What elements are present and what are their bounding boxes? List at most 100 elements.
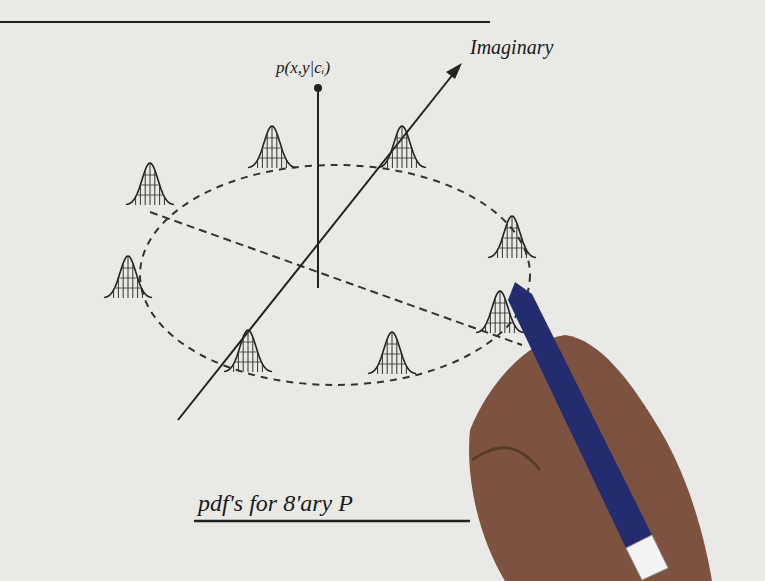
hatch-line [377,367,378,374]
hatch-line [514,326,515,333]
hatch-line [382,354,401,355]
gaussian-curve [104,256,152,298]
hatch-line [257,353,258,372]
hatch-line [507,224,508,258]
hatch-line [526,251,527,258]
top-rule [0,21,490,23]
hatch-line [145,171,146,205]
caption: pdf's for 8'ary P [198,490,353,517]
gaussian-bumps [104,126,536,374]
hatch-line [135,198,136,205]
hatch-line [485,326,486,333]
hatch-line [382,355,383,374]
hatch-line [150,164,151,205]
hatch-line [137,195,164,196]
hatch-line [257,161,258,168]
hatch-line [406,134,407,168]
hatch-line [137,279,138,298]
hatch-line [272,127,273,168]
hatch-line [416,161,417,168]
hatch-line [159,186,160,205]
hatch-line [500,292,501,333]
imaginary-axis [178,68,458,420]
hatch-line [122,268,135,269]
hatch-line [504,299,505,333]
hatch-line [497,251,498,258]
hatch-line [276,134,277,168]
hatch-line [235,362,262,363]
hatch-line [379,364,406,365]
hatch-line [499,248,526,249]
label-slot: Imaginary [470,36,553,59]
hatch-line [252,338,253,372]
hatch-line [389,158,416,159]
hatch-line [281,149,282,168]
hand [469,282,712,581]
hatch-line [495,299,496,333]
hatch-line [118,279,119,298]
hatch-line [113,291,114,298]
hatch-line [506,228,519,229]
marker-pen [508,282,652,548]
hatch-line [144,175,157,176]
hatch-line [132,264,133,298]
hatch-line [401,355,402,374]
hatch-line [142,291,143,298]
gaussian-curve [248,126,296,168]
hatch-line [387,161,388,168]
axis-name: Imaginary [470,36,553,59]
hatch-line [286,161,287,168]
gaussian-curve [368,332,416,374]
real-axis [150,212,522,345]
axis-label: p(x,y|cᵢ) [276,58,330,78]
hatch-line [262,149,263,168]
hatch-line [402,127,403,168]
hatch-line [392,149,393,168]
hatch-line [128,257,129,298]
hatch-line [411,149,412,168]
gaussian-curve [378,126,426,168]
hatch-line [238,353,239,372]
caption-slot: pdf's for 8'ary P [198,490,353,517]
hatch-line [118,278,137,279]
hatch-line [154,171,155,205]
hatch-line [490,314,491,333]
hatch-line [392,148,411,149]
gaussian-curve [488,216,536,258]
hatch-line [259,158,286,159]
hatch-line [262,365,263,372]
hatch-line [233,365,234,372]
hatch-line [396,138,409,139]
gaussian-curve [224,330,272,372]
hatch-line [392,333,393,374]
hatch-line [516,224,517,258]
hatch-line [115,288,142,289]
hatch-line [509,314,510,333]
hatch-line [512,217,513,258]
hatch-line [386,344,399,345]
hatch-line [502,239,503,258]
constellation-ellipse [140,165,530,385]
hatch-line [140,186,141,205]
hatch-line [262,148,281,149]
hatch-line [406,367,407,374]
axis-end-dot [314,84,322,92]
hatch-line [242,342,255,343]
pdf-axis [317,92,319,288]
pen-cap [626,535,668,580]
gaussian-curve [126,163,174,205]
hatch-line [387,340,388,374]
label-slot: p(x,y|cᵢ) [276,58,330,78]
hatch-line [521,239,522,258]
hatch-line [494,303,507,304]
hatch-line [487,323,514,324]
hatch-line [397,134,398,168]
finger-line [472,448,540,470]
hatch-line [502,238,521,239]
hatch-line [490,313,509,314]
caption-underline [194,520,470,523]
arrow-head [446,63,462,79]
hatch-line [238,352,257,353]
hatch-line [266,138,279,139]
